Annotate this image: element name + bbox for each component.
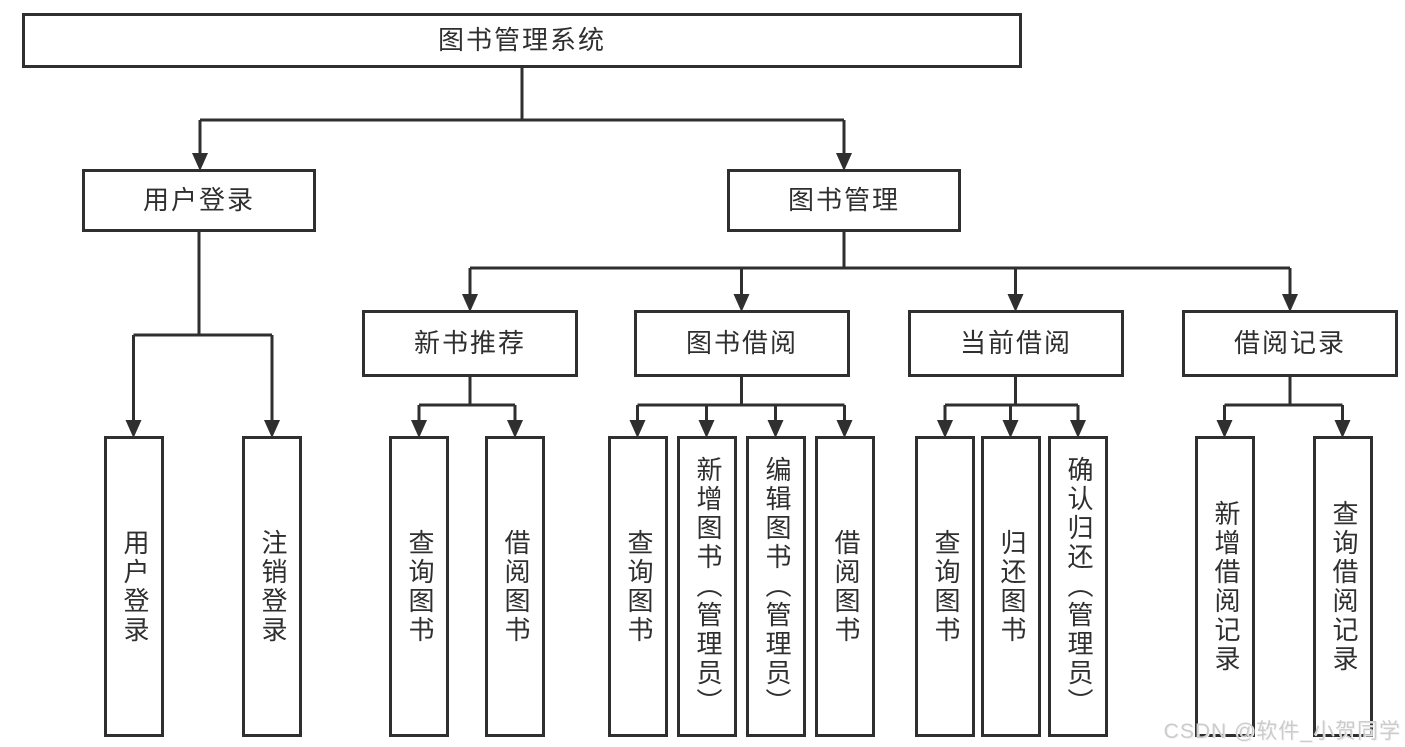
leaf-query-book-3: 查询图书 [915, 436, 975, 737]
node-book-management: 图书管理 [727, 169, 961, 232]
leaf-return-book: 归还图书 [981, 436, 1041, 737]
node-library-system: 图书管理系统 [22, 13, 1022, 68]
node-user-login: 用户登录 [82, 169, 316, 232]
leaf-confirm-return-admin: 确认归还（管理员） [1048, 436, 1108, 737]
leaf-query-borrow-record: 查询借阅记录 [1313, 436, 1373, 737]
leaf-user-login: 用户登录 [104, 436, 164, 737]
leaf-edit-book-admin: 编辑图书（管理员） [746, 436, 806, 737]
csdn-watermark: CSDN @软件_小贺同学 [1163, 720, 1401, 743]
leaf-borrow-book-1: 借阅图书 [485, 436, 545, 737]
leaf-add-borrow-record: 新增借阅记录 [1195, 436, 1255, 737]
node-book-borrow: 图书借阅 [634, 310, 850, 377]
leaf-add-book-admin: 新增图书（管理员） [677, 436, 737, 737]
node-new-book-recommend: 新书推荐 [362, 310, 578, 377]
leaf-query-book-1: 查询图书 [389, 436, 449, 737]
node-borrow-records: 借阅记录 [1182, 310, 1398, 377]
leaf-borrow-book-2: 借阅图书 [815, 436, 875, 737]
node-current-borrow: 当前借阅 [908, 310, 1124, 377]
leaf-query-book-2: 查询图书 [608, 436, 668, 737]
leaf-logout: 注销登录 [242, 436, 302, 737]
